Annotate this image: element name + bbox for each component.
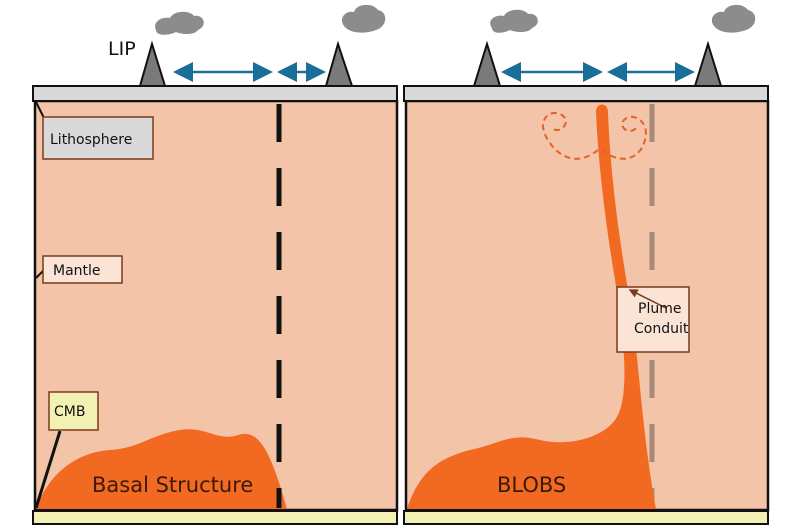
volcano-icon (324, 40, 354, 87)
right-panel: Plume Conduit BLOBS (403, 4, 770, 525)
volcano-icon (472, 40, 502, 87)
plume-blob-shape (407, 104, 656, 509)
left-panel: LIP Lithosphere Mantle CMB Basal Structu… (32, 4, 399, 525)
basal-structure-shape (36, 429, 287, 509)
mantle-label: Mantle (53, 263, 101, 279)
plume-label-line2: Conduit (634, 321, 689, 337)
plume-head-swirls (542, 112, 647, 160)
mantle-label-box (42, 255, 123, 284)
cmb-label-box (48, 391, 99, 431)
lip-label: LIP (108, 38, 136, 60)
lithosphere-bar (32, 85, 398, 102)
basal-structure-label: Basal Structure (92, 473, 253, 497)
cloud-icon (490, 9, 538, 33)
cmb-label: CMB (54, 404, 85, 420)
plume-label-box (616, 286, 690, 353)
cloud-icon (155, 11, 204, 35)
lithosphere-label: Lithosphere (50, 132, 132, 148)
lithosphere-bar (403, 85, 769, 102)
core-bar (32, 510, 398, 525)
plume-label-line1: Plume (638, 301, 681, 317)
plume-pointer-arrow (628, 289, 667, 309)
volcano-icon (138, 40, 167, 87)
cloud-icon (711, 4, 756, 33)
cloud-icon (341, 4, 386, 33)
volcano-icon (693, 40, 723, 87)
blobs-label: BLOBS (497, 473, 566, 497)
core-bar (403, 510, 769, 525)
lithosphere-label-box (42, 116, 154, 160)
